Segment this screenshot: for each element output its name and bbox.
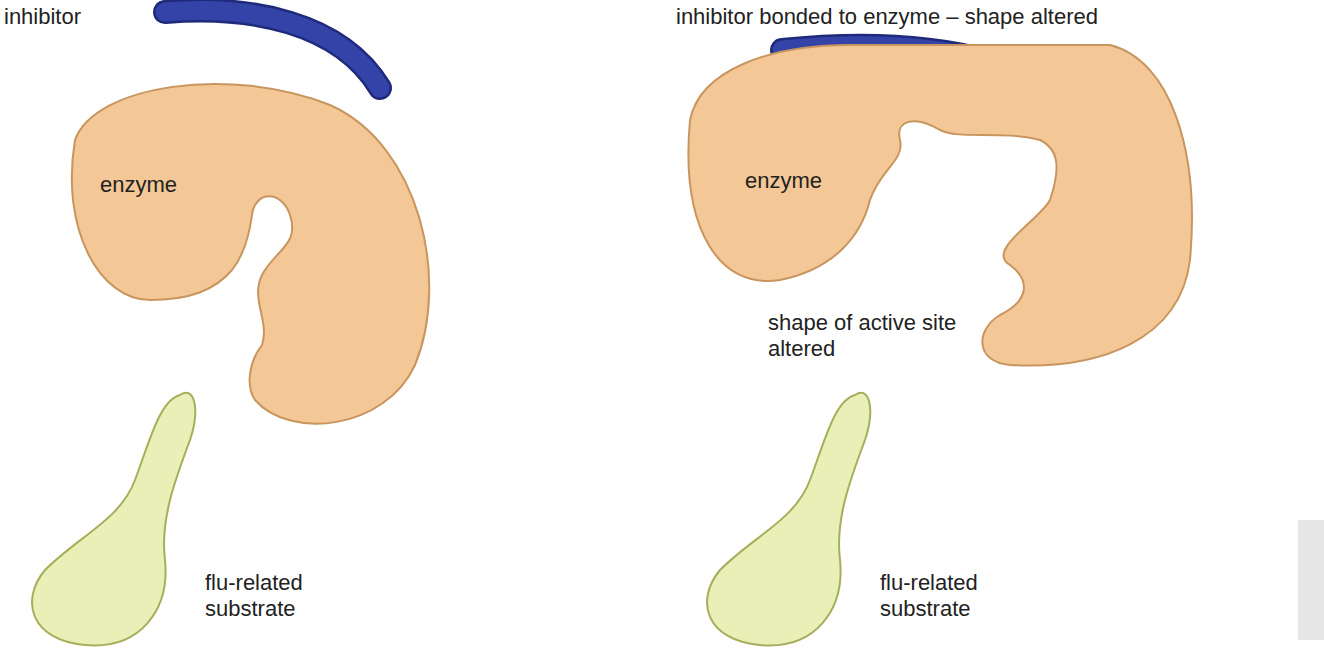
- text-label: flu-related substrate: [880, 570, 1020, 622]
- enzyme-body: [688, 45, 1191, 366]
- edge-panel: [1298, 520, 1324, 640]
- enzyme-label: enzyme: [745, 168, 822, 194]
- substrate-molecule: [32, 393, 195, 646]
- text-label: flu-related substrate: [205, 570, 345, 622]
- substrate-molecule: [707, 393, 870, 646]
- enzyme-body: [72, 84, 429, 424]
- enzyme-outline: [55, 60, 455, 450]
- text-label: inhibitor: [4, 4, 154, 30]
- enzyme-shape: enzyme: [55, 60, 455, 450]
- inhibitor-molecule: [165, 11, 380, 88]
- enzyme-label: enzyme: [100, 172, 177, 198]
- text-label: shape of active site altered: [768, 310, 978, 362]
- text-label: inhibitor bonded to enzyme – shape alter…: [676, 4, 1236, 30]
